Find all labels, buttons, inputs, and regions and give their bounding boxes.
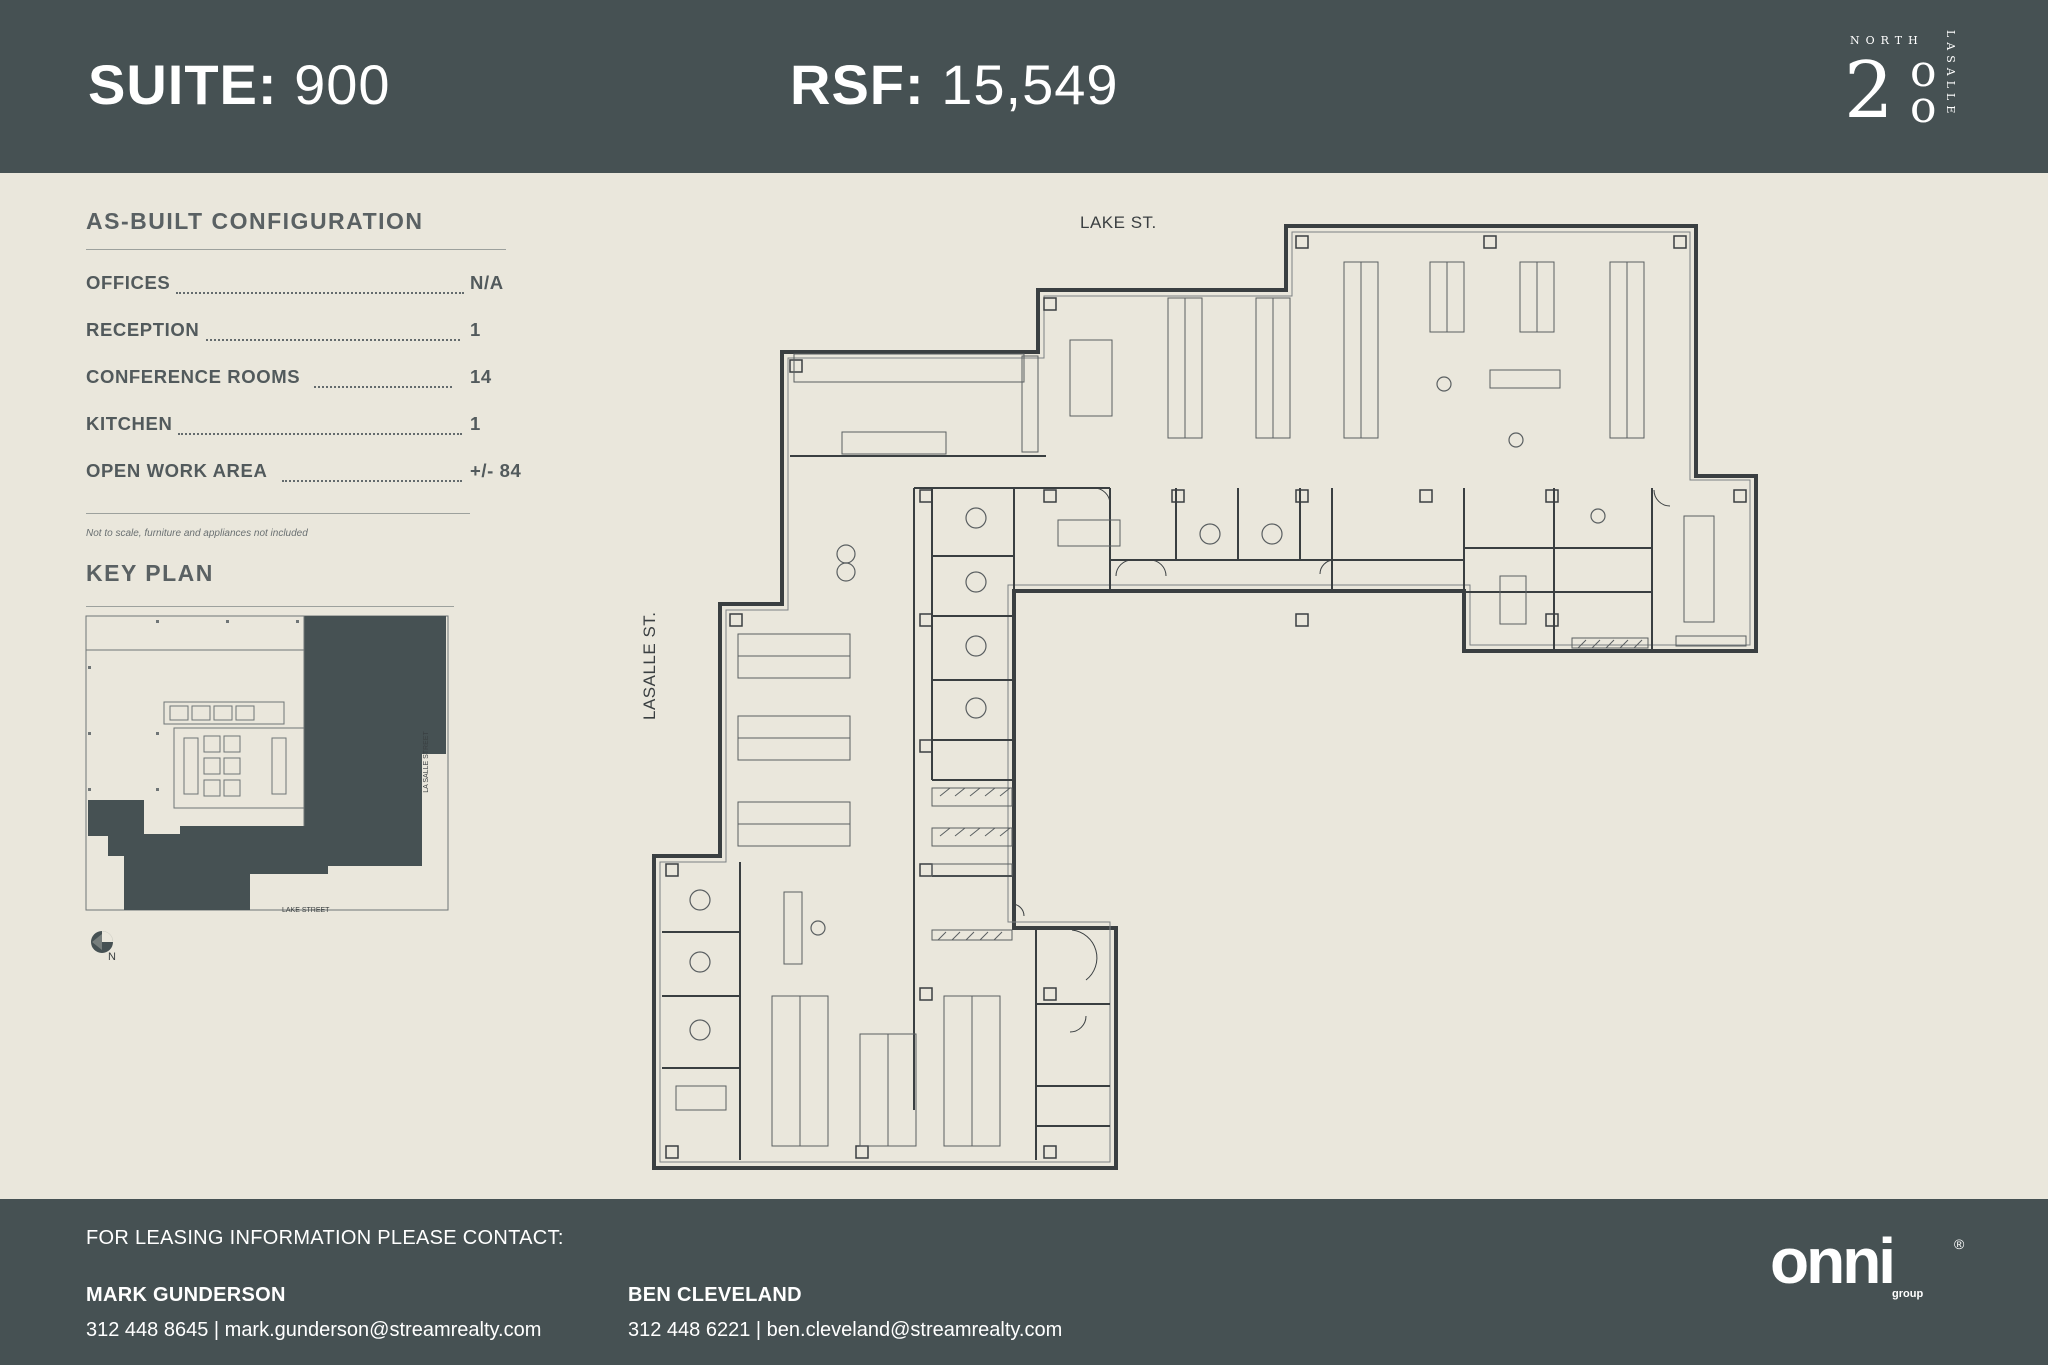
spec-label: CONFERENCE ROOMS	[86, 366, 301, 387]
header-bar: SUITE: 900 RSF: 15,549 NORTH 2 o o LASAL…	[0, 0, 2048, 173]
brand-wordmark: onni	[1770, 1229, 1893, 1297]
dot-leader	[282, 460, 462, 482]
divider	[86, 606, 454, 607]
spec-value: 14	[470, 366, 492, 387]
building-logo: NORTH 2 o o LASALLE	[1836, 30, 1966, 130]
exterior-wall	[652, 224, 1758, 1170]
suite-highlight	[88, 616, 446, 910]
contact-heading: FOR LEASING INFORMATION PLEASE CONTACT:	[86, 1227, 564, 1249]
conference-tables	[675, 339, 1715, 1111]
lake-street-label: LAKE ST.	[1080, 213, 1157, 232]
columns	[665, 235, 1747, 1159]
contact-card: MARK GUNDERSON 312 448 8645 | mark.gunde…	[86, 1284, 541, 1342]
compass-letter: N	[108, 951, 116, 962]
spec-row-conference-rooms: CONFERENCE ROOMS 14	[86, 366, 506, 413]
onni-group-logo: onni group ®	[1770, 1229, 1965, 1300]
spec-label: RECEPTION	[86, 319, 200, 340]
keyplan-lasalle-label: LA SALLE STREET	[423, 731, 430, 793]
spec-list: OFFICES N/A RECEPTION 1 CONFERENCE ROOMS…	[86, 272, 521, 507]
floor-plan	[652, 224, 1758, 1170]
contact-name: MARK GUNDERSON	[86, 1284, 286, 1306]
footer-bar: FOR LEASING INFORMATION PLEASE CONTACT: …	[0, 1199, 2048, 1365]
configuration-panel: AS-BUILT CONFIGURATION OFFICES N/A RECEP…	[86, 208, 521, 539]
rentable-square-feet: RSF: 15,549	[790, 52, 1119, 117]
registered-mark: ®	[1954, 1236, 1965, 1252]
millwork-hatching	[937, 639, 1643, 941]
divider	[86, 249, 506, 250]
interior-wall-line	[659, 231, 1751, 1163]
building-core	[86, 616, 305, 826]
north-arrow-icon: N	[91, 931, 116, 962]
logo-o-bottom: o	[1910, 82, 1937, 133]
contact-card: BEN CLEVELAND 312 448 6221 | ben.clevela…	[628, 1284, 1062, 1342]
workstations	[737, 261, 1747, 1147]
spec-row-reception: RECEPTION 1	[86, 319, 506, 366]
contact-details[interactable]: 312 448 6221 | ben.cleveland@streamrealt…	[628, 1319, 1063, 1341]
dot-leader	[178, 413, 462, 435]
rsf-label: RSF:	[790, 53, 925, 116]
dot-leader	[176, 272, 464, 294]
logo-number: 2	[1844, 46, 1894, 136]
contact-name: BEN CLEVELAND	[628, 1284, 802, 1306]
brand-sub: group	[1892, 1288, 1923, 1300]
suite-value: 900	[294, 53, 391, 116]
spec-value: 1	[470, 413, 481, 434]
spec-value: 1	[470, 319, 481, 340]
config-title: AS-BUILT CONFIGURATION	[86, 208, 424, 234]
spec-row-offices: OFFICES N/A	[86, 272, 506, 319]
keyplan-title: KEY PLAN	[86, 560, 214, 586]
spec-label: KITCHEN	[86, 413, 173, 434]
spec-label: OPEN WORK AREA	[86, 460, 268, 481]
keyplan-lake-label: LAKE STREET	[282, 907, 330, 914]
dot-leader	[314, 366, 452, 388]
spec-row-kitchen: KITCHEN 1	[86, 413, 506, 460]
building-columns	[88, 620, 299, 791]
spec-value: +/- 84	[470, 460, 522, 481]
spec-value: N/A	[470, 272, 504, 293]
spec-row-open-work-area: OPEN WORK AREA +/- 84	[86, 460, 521, 507]
dot-leader	[206, 319, 460, 341]
spec-label: OFFICES	[86, 272, 171, 293]
logo-o-top: o	[1910, 46, 1937, 97]
interior-partitions	[662, 455, 1653, 1160]
suite-number: SUITE: 900	[88, 52, 391, 117]
doors	[1011, 487, 1671, 1033]
logo-lasalle: LASALLE	[1944, 30, 1957, 119]
divider	[86, 513, 470, 514]
suite-label: SUITE:	[88, 53, 278, 116]
scale-note: Not to scale, furniture and appliances n…	[86, 528, 308, 539]
key-plan-map: LA SALLE STREET LAKE STREET	[85, 615, 449, 914]
rsf-value: 15,549	[941, 53, 1119, 116]
contact-details[interactable]: 312 448 8645 | mark.gunderson@streamreal…	[86, 1319, 542, 1341]
round-tables	[689, 376, 1606, 1041]
logo-north: NORTH	[1850, 34, 1924, 47]
